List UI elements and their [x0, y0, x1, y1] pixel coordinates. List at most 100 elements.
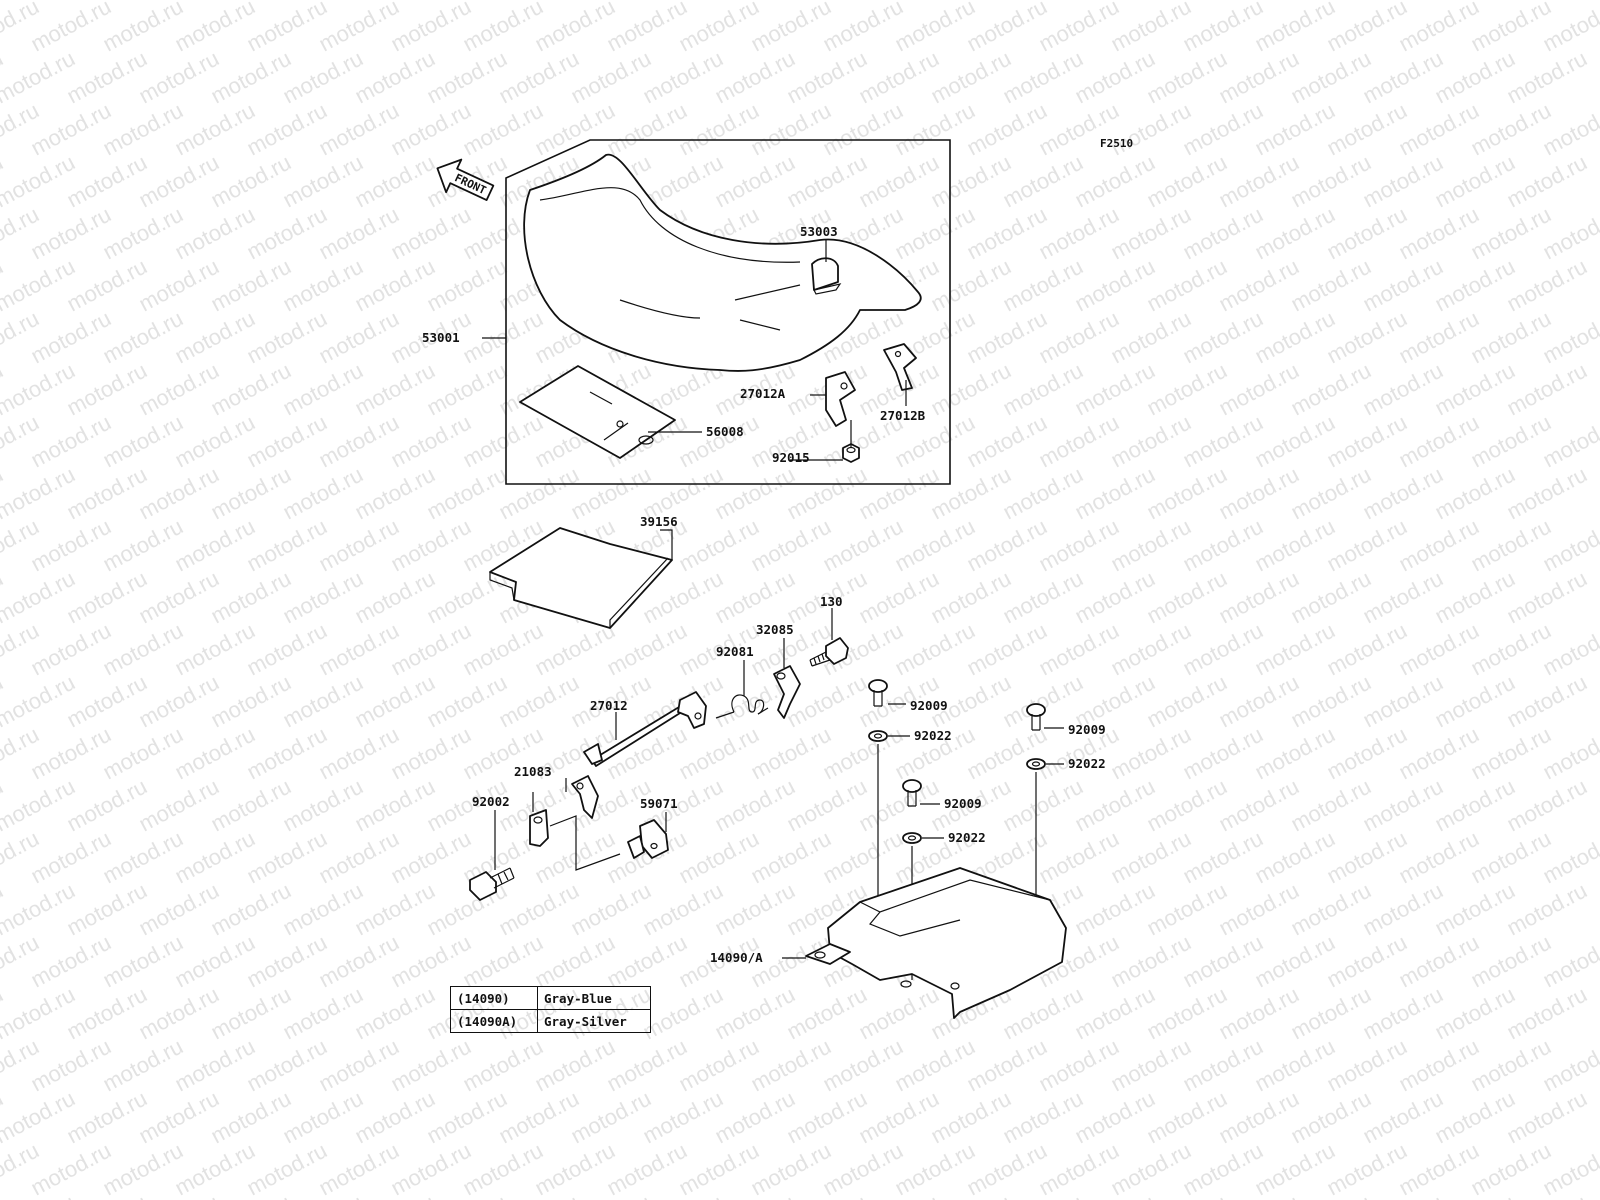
watermark-text: motod.ru [711, 566, 799, 629]
watermark-text: motod.ru [99, 202, 187, 265]
watermark-text: motod.ru [1179, 306, 1267, 369]
callout-92015: 92015 [772, 450, 810, 465]
watermark-text: motod.ru [1359, 46, 1447, 109]
watermark-text: motod.ru [1071, 462, 1159, 525]
watermark-text: motod.ru [1287, 1086, 1375, 1149]
bolt-130 [809, 637, 849, 667]
watermark-text: motod.ru [315, 618, 403, 681]
watermark-text: motod.ru [27, 0, 115, 56]
watermark-text: motod.ru [675, 1138, 763, 1200]
watermark-text: motod.ru [1287, 462, 1375, 525]
watermark-text: motod.ru [963, 1138, 1051, 1200]
watermark-text: motod.ru [1143, 774, 1231, 837]
watermark-text: motod.ru [495, 878, 583, 941]
watermark-text: motod.ru [711, 774, 799, 837]
watermark-text: motod.ru [1251, 410, 1339, 473]
watermark-text: motod.ru [1431, 670, 1519, 733]
watermark-text: motod.ru [639, 46, 727, 109]
watermark-text: motod.ru [459, 1034, 547, 1097]
callout-130: 130 [820, 594, 843, 609]
watermark-text: motod.ru [1215, 774, 1303, 837]
callout-92022-upper: 92022 [914, 728, 952, 743]
watermark-text: motod.ru [963, 1034, 1051, 1097]
watermark-text: motod.ru [531, 0, 619, 56]
watermark-text: motod.ru [1467, 410, 1555, 473]
bolt-92002 [469, 867, 515, 901]
watermark-text: motod.ru [1467, 722, 1555, 785]
watermark-text: motod.ru [171, 1138, 259, 1200]
watermark-text: motod.ru [927, 358, 1015, 421]
watermark-text: motod.ru [1359, 774, 1447, 837]
watermark-text: motod.ru [1395, 306, 1483, 369]
watermark-text: motod.ru [279, 982, 367, 1045]
watermark-text: motod.ru [171, 722, 259, 785]
watermark-text: motod.ru [711, 150, 799, 213]
watermark-text: motod.ru [99, 98, 187, 161]
watermark-text: motod.ru [207, 982, 295, 1045]
watermark-text: motod.ru [243, 826, 331, 889]
watermark-text: motod.ru [27, 306, 115, 369]
watermark-text: motod.ru [819, 98, 907, 161]
lock-assembly [627, 819, 669, 859]
watermark-text: motod.ru [171, 410, 259, 473]
watermark-text: motod.ru [279, 254, 367, 317]
watermark-text: motod.ru [243, 618, 331, 681]
watermark-text: motod.ru [1071, 566, 1159, 629]
watermark-text: motod.ru [1035, 826, 1123, 889]
watermark-text: motod.ru [1251, 722, 1339, 785]
watermark-text: motod.ru [1179, 826, 1267, 889]
color-code: (14090) [450, 986, 538, 1010]
watermark-text: motod.ru [1143, 670, 1231, 733]
watermark-text: motod.ru [207, 670, 295, 733]
watermark-text: motod.ru [495, 462, 583, 525]
watermark-text: motod.ru [99, 514, 187, 577]
color-code: (14090A) [450, 1009, 538, 1033]
watermark-text: motod.ru [567, 46, 655, 109]
watermark-text: motod.ru [279, 150, 367, 213]
watermark-text: motod.ru [1359, 462, 1447, 525]
watermark-text: motod.ru [243, 722, 331, 785]
washer-right [1026, 758, 1046, 770]
watermark-text: motod.ru [603, 618, 691, 681]
watermark-text: motod.ru [1395, 410, 1483, 473]
watermark-text: motod.ru [423, 462, 511, 525]
watermark-text: motod.ru [351, 254, 439, 317]
watermark-text: motod.ru [639, 1086, 727, 1149]
watermark-text: motod.ru [315, 306, 403, 369]
watermark-text: motod.ru [747, 98, 835, 161]
watermark-text: motod.ru [783, 774, 871, 837]
screw-mid [902, 779, 922, 807]
watermark-text: motod.ru [891, 98, 979, 161]
color-name: Gray-Silver [537, 1009, 651, 1033]
watermark-text: motod.ru [891, 0, 979, 56]
watermark-text: motod.ru [675, 514, 763, 577]
watermark-text: motod.ru [63, 982, 151, 1045]
watermark-text: motod.ru [927, 462, 1015, 525]
watermark-text: motod.ru [1503, 358, 1591, 421]
watermark-text: motod.ru [207, 46, 295, 109]
watermark-text: motod.ru [1359, 150, 1447, 213]
watermark-text: motod.ru [675, 410, 763, 473]
watermark-text: motod.ru [1395, 930, 1483, 993]
watermark-text: motod.ru [1287, 774, 1375, 837]
watermark-text: motod.ru [27, 1034, 115, 1097]
watermark-text: motod.ru [459, 618, 547, 681]
watermark-text: motod.ru [315, 514, 403, 577]
color-name: Gray-Blue [537, 986, 651, 1010]
watermark-text: motod.ru [63, 462, 151, 525]
watermark-text: motod.ru [675, 0, 763, 56]
watermark-text: motod.ru [675, 722, 763, 785]
watermark-text: motod.ru [279, 46, 367, 109]
watermark-text: motod.ru [1215, 462, 1303, 525]
watermark-text: motod.ru [1251, 618, 1339, 681]
watermark-text: motod.ru [1323, 722, 1411, 785]
watermark-text: motod.ru [1179, 0, 1267, 56]
watermark-text: motod.ru [747, 722, 835, 785]
watermark-text: motod.ru [711, 1086, 799, 1149]
watermark-text: motod.ru [1503, 46, 1591, 109]
watermark-text: motod.ru [459, 930, 547, 993]
watermark-text: motod.ru [819, 0, 907, 56]
watermark-text: motod.ru [675, 98, 763, 161]
watermark-text: motod.ru [351, 1086, 439, 1149]
